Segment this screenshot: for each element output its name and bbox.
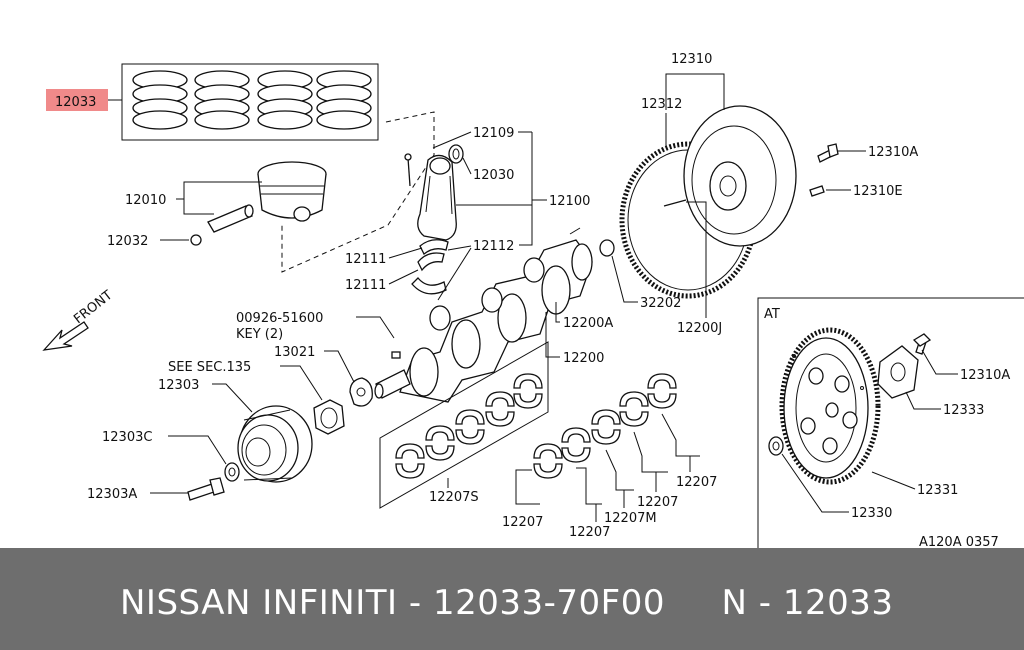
rings-box <box>121 63 379 141</box>
label-12303C[interactable]: 12303C <box>102 430 152 445</box>
crank-spacer[interactable] <box>313 399 345 435</box>
label-12310A[interactable]: 12310A <box>868 145 918 160</box>
label-see-sec-135[interactable]: SEE SEC.135 <box>168 360 251 375</box>
rod-bushing[interactable] <box>448 144 464 164</box>
pulley-bolt[interactable] <box>187 477 225 501</box>
label-12303A[interactable]: 12303A <box>87 487 137 502</box>
at-bolt[interactable] <box>912 333 932 355</box>
label-12333[interactable]: 12333 <box>943 403 984 418</box>
front-arrow-icon <box>42 321 89 351</box>
footer-part-number: 12033-70F00 <box>432 583 665 623</box>
label-12207M[interactable]: 12207M <box>604 511 657 526</box>
rod-bearing-upper[interactable] <box>419 239 449 256</box>
label-12207-b[interactable]: 12207 <box>569 525 610 540</box>
piston[interactable] <box>257 161 327 222</box>
at-spacer[interactable] <box>768 436 784 456</box>
piston-pin[interactable] <box>207 204 254 233</box>
label-00926-51600[interactable]: 00926-51600 <box>236 311 323 326</box>
label-12331[interactable]: 12331 <box>917 483 958 498</box>
label-12010[interactable]: 12010 <box>125 193 166 208</box>
main-bearing-set[interactable] <box>395 373 543 479</box>
label-12030[interactable]: 12030 <box>473 168 514 183</box>
label-12207-d[interactable]: 12207 <box>637 495 678 510</box>
pulley-washer[interactable] <box>224 462 240 482</box>
piston-pin-clip[interactable] <box>190 234 202 246</box>
main-bearings-loose[interactable] <box>533 373 677 479</box>
main-bearings-box <box>379 341 549 509</box>
at-reinforcement-plate[interactable] <box>877 345 919 399</box>
footer-ref: N - 12033 <box>721 583 894 623</box>
piston-rings[interactable] <box>132 70 372 130</box>
label-12310[interactable]: 12310 <box>671 52 712 67</box>
figure-code: A120A 0357 <box>919 535 999 548</box>
label-12310A-at[interactable]: 12310A <box>960 368 1010 383</box>
label-12312[interactable]: 12312 <box>641 97 682 112</box>
flywheel[interactable] <box>663 105 797 247</box>
at-box <box>757 297 1024 548</box>
label-12200J[interactable]: 12200J <box>677 321 722 336</box>
pilot-bushing[interactable] <box>599 239 615 257</box>
label-front: FRONT <box>71 288 115 327</box>
label-12032[interactable]: 12032 <box>107 234 148 249</box>
label-12330[interactable]: 12330 <box>851 506 892 521</box>
footer-title: NISSAN INFINITI - 12033-70F00 N - 12033 <box>120 583 894 623</box>
crank-key[interactable] <box>391 351 401 359</box>
label-12112[interactable]: 12112 <box>473 239 514 254</box>
footer-bar: NISSAN INFINITI - 12033-70F00 N - 12033 <box>0 548 1024 650</box>
footer-gap <box>665 583 722 623</box>
label-32202[interactable]: 32202 <box>640 296 681 311</box>
label-12109[interactable]: 12109 <box>473 126 514 141</box>
label-12310E[interactable]: 12310E <box>853 184 903 199</box>
dashed-linkage <box>281 111 435 273</box>
drive-plate[interactable] <box>779 327 881 485</box>
label-12033[interactable]: 12033 <box>55 95 96 110</box>
label-12200[interactable]: 12200 <box>563 351 604 366</box>
label-12207-e[interactable]: 12207 <box>676 475 717 490</box>
crankshaft[interactable] <box>374 227 593 403</box>
label-12100[interactable]: 12100 <box>549 194 590 209</box>
label-13021[interactable]: 13021 <box>274 345 315 360</box>
label-12303[interactable]: 12303 <box>158 378 199 393</box>
footer-brand: NISSAN INFINITI <box>120 583 398 623</box>
label-12200A[interactable]: 12200A <box>563 316 613 331</box>
label-12111-a[interactable]: 12111 <box>345 252 386 267</box>
label-key[interactable]: KEY (2) <box>236 327 283 342</box>
connecting-rod[interactable] <box>404 153 457 241</box>
highlight-marker <box>46 89 108 111</box>
dowel-pin[interactable] <box>809 185 825 197</box>
rod-bearing-lower[interactable] <box>411 252 447 295</box>
label-at: AT <box>764 307 780 322</box>
label-12207-a[interactable]: 12207 <box>502 515 543 530</box>
label-12207S[interactable]: 12207S <box>429 490 479 505</box>
crank-pulley[interactable] <box>237 405 313 483</box>
footer-sep: - <box>397 583 433 623</box>
engine-parts-diagram: 12033 12010 1 <box>42 52 1024 548</box>
pulley-woodruff[interactable] <box>349 377 373 407</box>
flywheel-bolt[interactable] <box>817 143 839 163</box>
label-12111-b[interactable]: 12111 <box>345 278 386 293</box>
